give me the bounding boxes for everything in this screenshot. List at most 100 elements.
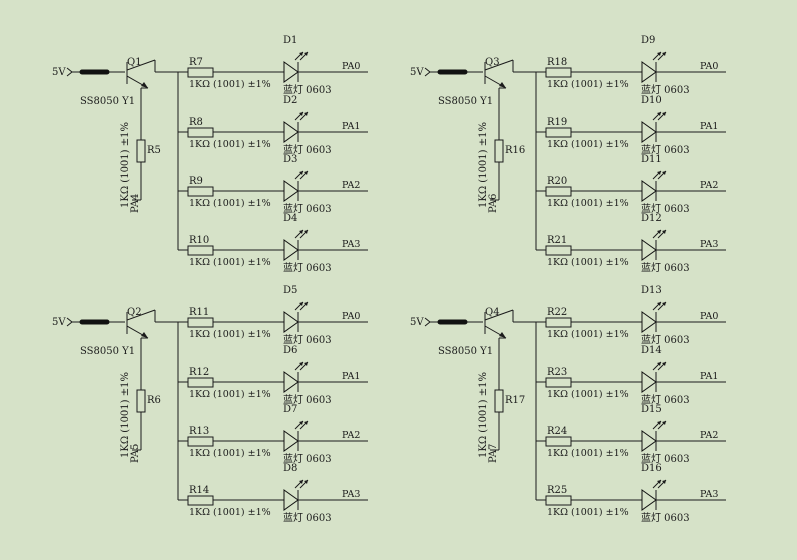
- transistor-collector: [484, 59, 514, 71]
- led-type: 蓝灯 0603: [641, 84, 690, 96]
- light-arrow-icon: [657, 421, 661, 425]
- npn-transistor-icon: [126, 309, 170, 339]
- led-icon: [283, 479, 368, 511]
- led-triangle: [283, 371, 299, 393]
- light-arrow-icon: [299, 230, 303, 234]
- light-arrow-icon: [304, 302, 308, 306]
- led-triangle: [283, 430, 299, 452]
- led-type: 蓝灯 0603: [283, 334, 332, 346]
- led-icon: [641, 111, 726, 143]
- base-resistor-value: 1KΩ (1001) ±1%: [478, 372, 489, 458]
- light-arrow-icon: [657, 171, 661, 175]
- resistor-ref: R10: [189, 235, 209, 246]
- led-type: 蓝灯 0603: [283, 144, 332, 156]
- led-icon: [283, 361, 368, 393]
- light-arrow-icon: [662, 302, 666, 306]
- led-icon: [283, 420, 368, 452]
- transistor-model: SS8050 Y1: [438, 346, 493, 357]
- led-icon: [283, 229, 368, 261]
- led-triangle: [641, 121, 657, 143]
- base-resistor-value: 1KΩ (1001) ±1%: [120, 122, 131, 208]
- output-net-label: PA0: [700, 311, 718, 322]
- resistor-icon: [187, 436, 214, 447]
- transistor-ref: Q3: [485, 57, 500, 68]
- resistor-value: 1KΩ (1001) ±1%: [189, 139, 271, 150]
- light-arrow-icon: [657, 52, 661, 56]
- resistor-value: 1KΩ (1001) ±1%: [547, 79, 629, 90]
- resistor-icon: [187, 317, 214, 328]
- led-type: 蓝灯 0603: [641, 262, 690, 274]
- output-net-label: PA2: [700, 180, 718, 191]
- emitter-arrow-icon: [499, 332, 506, 338]
- led-ref: D9: [641, 35, 655, 46]
- resistor-ref: R7: [189, 57, 203, 68]
- resistor-icon: [545, 67, 572, 78]
- led-type: 蓝灯 0603: [641, 512, 690, 524]
- light-arrow-icon: [299, 302, 303, 306]
- resistor-ref: R12: [189, 367, 209, 378]
- resistor-value: 1KΩ (1001) ±1%: [547, 329, 629, 340]
- resistor-icon: [545, 377, 572, 388]
- resistor-value: 1KΩ (1001) ±1%: [189, 257, 271, 268]
- led-ref: D6: [283, 345, 297, 356]
- resistor-ref: R13: [189, 426, 209, 437]
- led-triangle: [283, 489, 299, 511]
- light-arrow-icon: [299, 171, 303, 175]
- vcc-label: 5V: [52, 67, 66, 78]
- transistor-collector: [126, 59, 156, 71]
- resistor-ref: R21: [547, 235, 567, 246]
- resistor-value: 1KΩ (1001) ±1%: [189, 79, 271, 90]
- vcc-label: 5V: [52, 317, 66, 328]
- base-resistor-ref: R6: [147, 395, 161, 406]
- resistor-ref: R23: [547, 367, 567, 378]
- led-icon: [283, 51, 368, 83]
- resistor-ref: R18: [547, 57, 567, 68]
- power-arrow-icon: [424, 317, 431, 327]
- light-arrow-icon: [662, 171, 666, 175]
- control-pin-label: PA7: [488, 444, 499, 463]
- resistor-value: 1KΩ (1001) ±1%: [547, 389, 629, 400]
- output-net-label: PA0: [342, 311, 360, 322]
- led-triangle: [641, 489, 657, 511]
- output-net-label: PA3: [342, 239, 360, 250]
- resistor-icon: [545, 436, 572, 447]
- led-icon: [283, 170, 368, 202]
- led-icon: [641, 420, 726, 452]
- output-net-label: PA2: [342, 430, 360, 441]
- control-pin-label: PA5: [130, 444, 141, 463]
- output-net-label: PA2: [700, 430, 718, 441]
- control-pin-label: PA6: [488, 194, 499, 213]
- light-arrow-icon: [662, 230, 666, 234]
- resistor-value: 1KΩ (1001) ±1%: [547, 139, 629, 150]
- light-arrow-icon: [304, 480, 308, 484]
- resistor-icon: [136, 139, 146, 163]
- light-arrow-icon: [299, 52, 303, 56]
- led-triangle: [641, 371, 657, 393]
- output-net-label: PA2: [342, 180, 360, 191]
- npn-transistor-icon: [484, 59, 528, 89]
- led-type: 蓝灯 0603: [283, 512, 332, 524]
- light-arrow-icon: [304, 112, 308, 116]
- output-net-label: PA0: [342, 61, 360, 72]
- resistor-icon: [187, 186, 214, 197]
- resistor-value: 1KΩ (1001) ±1%: [547, 198, 629, 209]
- resistor-icon: [545, 245, 572, 256]
- resistor-icon: [545, 186, 572, 197]
- base-resistor-ref: R16: [505, 145, 525, 156]
- npn-transistor-icon: [484, 309, 528, 339]
- led-ref: D16: [641, 463, 662, 474]
- transistor-model: SS8050 Y1: [80, 346, 135, 357]
- led-triangle: [641, 430, 657, 452]
- npn-transistor-icon: [126, 59, 170, 89]
- led-icon: [641, 361, 726, 393]
- resistor-value: 1KΩ (1001) ±1%: [189, 448, 271, 459]
